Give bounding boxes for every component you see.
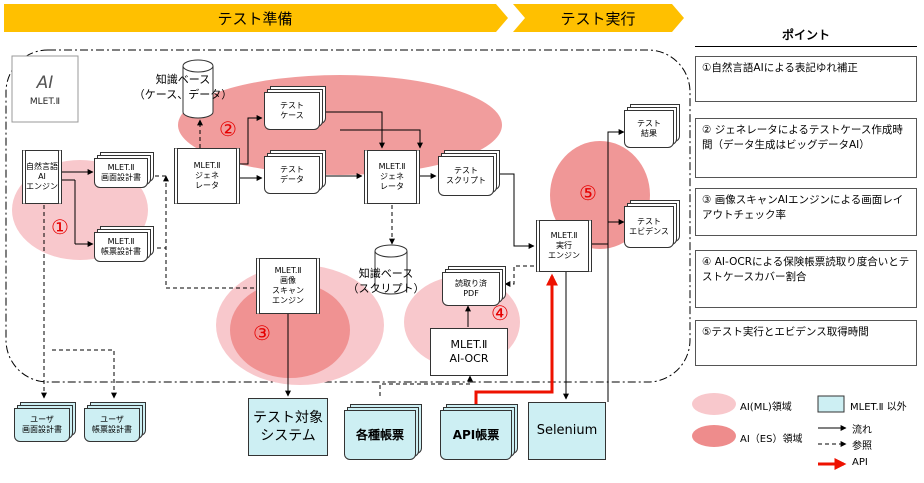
point-item-2: ② ジェネレータによるテストケース作成時間（データ生成はビッグデータAI） (695, 118, 917, 178)
point-item-1: ①自然言語AIによる表記ゆれ補正 (695, 56, 917, 102)
area-number-5: ⑤ (579, 181, 597, 205)
user-screen-design-doc: ユーザ画面設計書 (14, 408, 70, 442)
various-forms-doc: 各種帳票 (344, 410, 416, 460)
mlet-logo: AI MLET.Ⅱ (11, 55, 79, 123)
points-title: ポイント (695, 24, 917, 47)
legend-api-label: API (852, 457, 868, 468)
point-item-4: ④ AI-OCRによる保険帳票読取り度合いとテストケースカバー割合 (695, 250, 917, 308)
knowledge-base-script-label: 知識ベース（スクリプト） (347, 267, 425, 295)
svg-text:MLET.Ⅱ: MLET.Ⅱ (30, 97, 60, 107)
legend (692, 393, 847, 470)
legend-ml-label: AI(ML)領域 (740, 402, 792, 413)
knowledge-base-script-cylinder (374, 244, 408, 295)
flow-arrows (60, 111, 625, 402)
knowledge-base-case-label: 知識ベース（ケース、データ） (133, 73, 233, 101)
point-item-5: ⑤テスト実行とエビデンス取得時間 (695, 320, 917, 366)
phase-banner-prep: テスト準備 (4, 4, 508, 32)
legend-flow-label: 流れ (852, 425, 872, 436)
system-boundary (5, 49, 691, 383)
legend-ml-swatch (692, 393, 736, 415)
legend-non-mlet-swatch (817, 395, 845, 413)
selenium-box: Selenium (528, 402, 606, 460)
phase-banner-exec: テスト実行 (513, 4, 684, 32)
area-number-4: ④ (491, 301, 509, 325)
svg-text:テスト実行: テスト実行 (560, 10, 635, 28)
reference-arrows (41, 119, 534, 399)
legend-non-mlet-label: MLET.Ⅱ 以外 (850, 402, 907, 413)
area-number-2: ② (219, 117, 237, 141)
point-item-3: ③ 画像スキャンAIエンジンによる画面レイアウトチェック率 (695, 188, 917, 236)
api-forms-doc: API帳票 (440, 410, 512, 460)
test-case-doc: テストケース (264, 92, 320, 130)
area-number-1: ① (51, 215, 69, 239)
api-arrow (474, 273, 558, 406)
area-number-3: ③ (253, 321, 271, 345)
svg-text:AI: AI (36, 73, 54, 93)
test-script-doc: テストスクリプト (438, 156, 494, 196)
test-result-doc: テスト結果 (624, 110, 674, 148)
legend-reference-label: 参照 (852, 441, 872, 452)
test-evidence-doc: テストエビデンス (624, 206, 674, 248)
knowledge-base-case-cylinder (182, 59, 214, 119)
test-data-doc: テストデータ (264, 156, 320, 194)
svg-text:テスト準備: テスト準備 (217, 10, 292, 28)
target-system-box: テスト対象システム (248, 398, 328, 456)
legend-es-swatch (692, 425, 736, 447)
es-area-2 (178, 75, 502, 175)
user-form-design-doc: ユーザ帳票設計書 (84, 408, 140, 442)
legend-es-label: AI（ES）領域 (740, 434, 803, 445)
